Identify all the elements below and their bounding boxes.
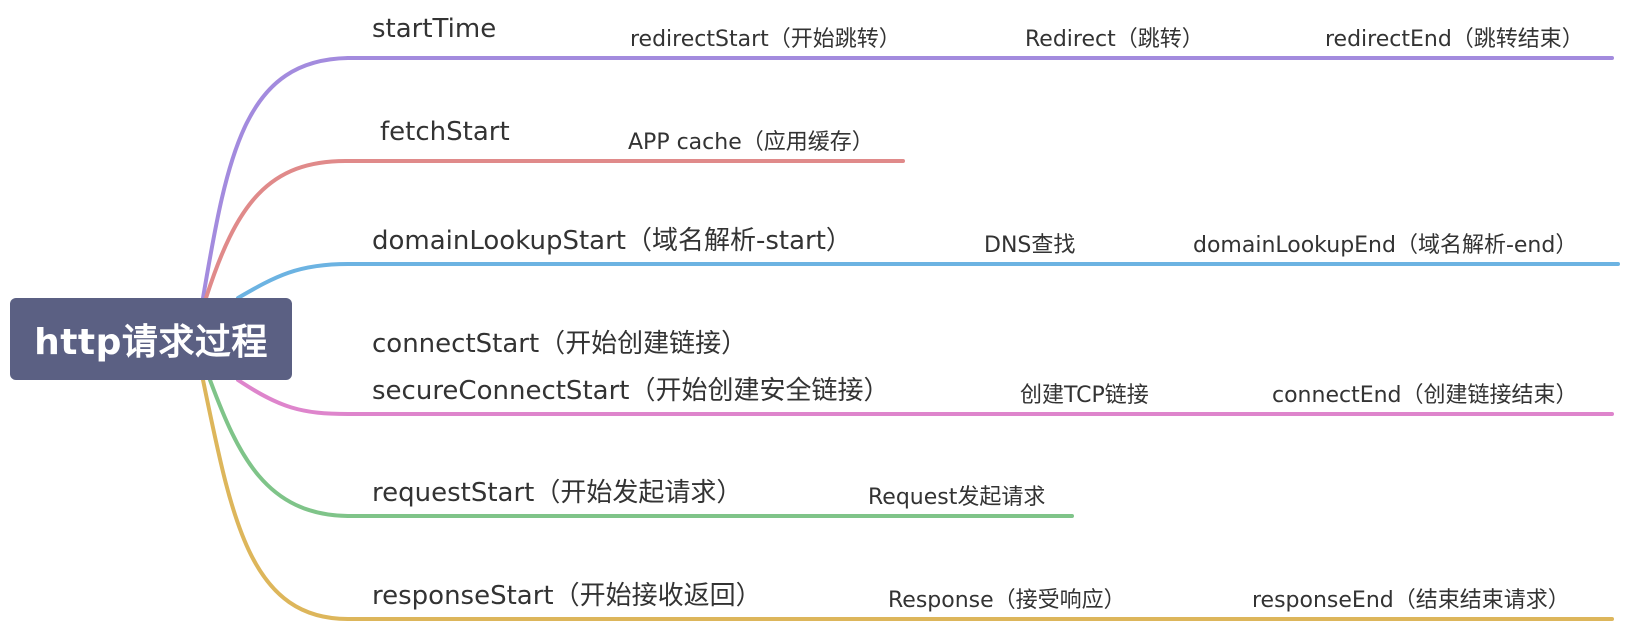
branch-connector-4 xyxy=(208,378,350,518)
branch-connector-5 xyxy=(201,378,350,621)
branch-label-responsestart: responseStart（开始接收返回） xyxy=(372,581,762,611)
branch-label-secureconnectstart: secureConnectStart（开始创建安全链接） xyxy=(372,376,890,406)
step-label-redirect-end: redirectEnd（跳转结束） xyxy=(1325,27,1584,52)
branch-label-domainlookupstart: domainLookupStart（域名解析-start） xyxy=(372,226,852,256)
branch-connector-2 xyxy=(236,262,350,300)
step-label-domainlookupend: domainLookupEnd（域名解析-end） xyxy=(1193,233,1578,258)
step-label-redirect-start: redirectStart（开始跳转） xyxy=(630,27,901,52)
step-label-connectend: connectEnd（创建链接结束） xyxy=(1272,383,1578,408)
branch-label-fetchstart: fetchStart xyxy=(380,117,510,147)
step-label-request: Request发起请求 xyxy=(868,485,1046,510)
step-label-create-tcp: 创建TCP链接 xyxy=(1020,383,1149,408)
branch-connector-1 xyxy=(204,158,350,300)
branch-label-starttime: startTime xyxy=(372,14,497,44)
step-label-app-cache: APP cache（应用缓存） xyxy=(628,130,874,155)
step-label-redirect: Redirect（跳转） xyxy=(1025,27,1204,52)
branch-label-connectstart: connectStart（开始创建链接） xyxy=(372,329,748,359)
branch-connector-0 xyxy=(201,56,350,300)
root-title: http请求过程 xyxy=(34,322,268,363)
branch-connector-3 xyxy=(236,378,350,416)
step-label-responseend: responseEnd（结束结束请求） xyxy=(1252,588,1570,613)
step-label-response: Response（接受响应） xyxy=(888,588,1126,613)
step-label-dns-lookup: DNS查找 xyxy=(984,233,1076,258)
branch-label-requeststart: requestStart（开始发起请求） xyxy=(372,478,743,508)
root-node: http请求过程 xyxy=(10,298,292,380)
